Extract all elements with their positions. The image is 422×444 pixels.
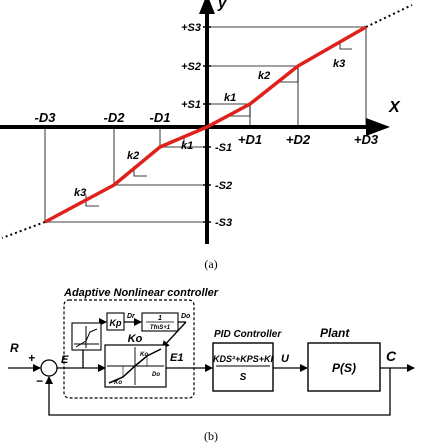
y-tick-neg3: -S3 <box>215 217 232 229</box>
slope-label-k1-negative: k1 <box>181 140 193 152</box>
y-tick-pos1: +S1 <box>181 99 201 111</box>
nonlinear-gain-curve-mini <box>108 348 162 384</box>
error-label: E <box>61 354 69 366</box>
do-mini-label: Do <box>152 372 160 378</box>
x-axis-label: X <box>388 99 401 116</box>
y-tick-neg1: -S1 <box>215 142 232 154</box>
kp-block <box>106 312 125 331</box>
x-tick-neg1: -D1 <box>150 110 171 125</box>
pid-title: PID Controller <box>214 329 282 340</box>
y-tick-neg2: -S2 <box>215 180 232 192</box>
caption-a: (a) <box>204 257 217 271</box>
slope-label-k1-positive: k1 <box>224 92 236 104</box>
slope-label-k2-positive: k2 <box>258 70 270 82</box>
y-tick-pos2: +S2 <box>181 61 201 73</box>
e1-label: E1 <box>170 352 183 364</box>
y-axis-arrowhead <box>199 0 215 14</box>
ko-label: Ko <box>128 333 143 345</box>
slope-label-k2-negative: k2 <box>127 150 139 162</box>
pid-denominator: S <box>240 372 247 383</box>
adaptive-controller-boundary <box>63 299 195 399</box>
reference-input-label: R <box>10 341 19 355</box>
kp-label: Kp <box>110 318 122 328</box>
x-tick-pos1: +D1 <box>238 132 262 147</box>
dr-label: Dr <box>127 313 136 320</box>
x-tick-pos2: +D2 <box>286 132 311 147</box>
nonlinear-gain-curve <box>44 25 367 224</box>
pid-numerator: KDS²+KPS+KI <box>213 354 274 364</box>
x-axis-arrowhead <box>366 118 390 136</box>
feedback-line <box>45 368 391 416</box>
filter-denominator: TfnS+1 <box>150 325 171 331</box>
ko-mini-label-upper: Ko <box>140 352 148 358</box>
x-tick-pos3: +D3 <box>354 132 379 147</box>
gain-sensor-icon <box>74 326 99 348</box>
pid-controller-block <box>212 342 274 392</box>
plus-sign: + <box>28 351 35 365</box>
filter-out-line-2 <box>161 321 187 349</box>
curve-extension-positive <box>365 4 413 28</box>
plant-title: Plant <box>320 326 350 340</box>
slope-label-k3-positive: k3 <box>333 58 345 70</box>
ko-mini-label: Ko <box>114 380 122 386</box>
guide-lines <box>44 26 367 223</box>
minus-sign: − <box>36 374 43 388</box>
filter-numerator: 1 <box>158 315 162 322</box>
control-signal-label: U <box>281 353 290 365</box>
adaptive-controller-title: Adaptive Nonlinear controller <box>63 287 219 299</box>
caption-b: (b) <box>204 429 218 443</box>
y-tick-pos3: +S3 <box>181 22 201 34</box>
x-tick-neg3: -D3 <box>35 110 57 125</box>
y-axis-label: y <box>217 0 227 12</box>
plant-block <box>307 342 381 392</box>
y-axis-ticks <box>203 26 211 223</box>
plant-transfer-function: P(S) <box>332 361 356 375</box>
curve-extension-negative <box>1 221 46 239</box>
output-label: C <box>386 348 397 364</box>
figure-b: Adaptive Nonlinear controller R + − E <box>8 287 415 443</box>
do-label: Do <box>181 313 191 320</box>
figure-a: y X +S3 +S2 +S1 -S1 -S2 -S3 -D3 -D2 -D1 … <box>0 0 413 271</box>
summing-junction <box>40 359 58 377</box>
slope-label-k3-negative: k3 <box>74 187 86 199</box>
x-tick-neg2: -D2 <box>104 110 126 125</box>
